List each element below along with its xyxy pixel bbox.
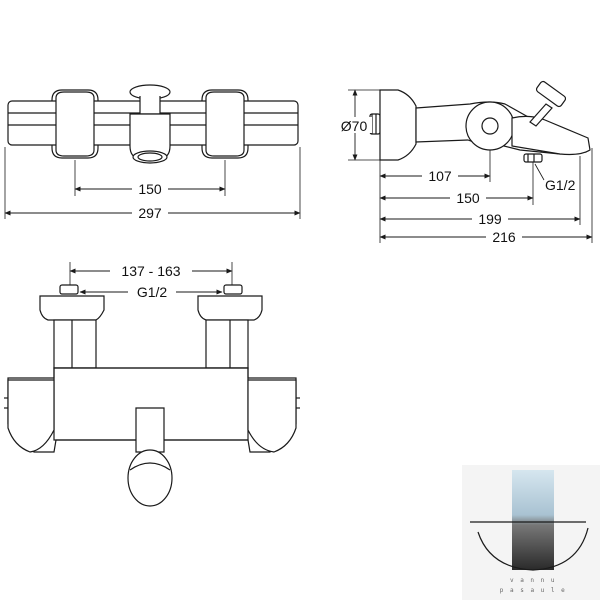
label-bg-107 [422,167,458,183]
right-knob-front [205,91,245,157]
logo-bar [512,470,554,570]
bottom-left-knob [7,379,55,453]
bottom-view: 137 - 163 G1/2 [4,262,300,507]
left-inlet-pipe [53,319,97,369]
label-bg-297 [132,204,168,220]
thread-leader-side [534,163,545,181]
left-inlet-thread [59,284,79,295]
label-bg-216 [486,228,522,244]
side-diverter-stem [529,103,553,127]
right-inlet-pipe [205,319,249,369]
side-diverter-knob [535,80,567,108]
dim-label-150: 150 [138,181,162,197]
thread-label-bottom: G1/2 [137,284,168,300]
left-knob-front [55,91,95,157]
label-bg-199 [472,210,508,226]
side-view: Ø70 107 150 G1/2 199 216 [336,80,593,245]
label-bg-side-150 [450,189,486,205]
dim-label-side-150: 150 [456,190,480,206]
side-spout [511,115,591,156]
dim-label-216: 216 [492,229,516,245]
bottom-spout-curve [129,462,171,471]
dim-label-107: 107 [428,168,452,184]
thread-label-side: G1/2 [545,177,576,193]
bottom-spout-neck [135,407,165,453]
right-eccentric-flange [197,295,263,321]
right-inlet-thread [223,284,243,295]
logo-arc [477,527,589,571]
diverter-stem [139,96,161,115]
side-outlet-connector [523,153,543,163]
left-eccentric-flange [39,295,105,321]
vannu-pasaule-logo: v a n n u p a s a u l e [462,465,600,600]
side-body-hole [481,117,499,135]
bottom-right-knob [247,379,297,453]
label-bg-150 [132,180,168,196]
logo-text-line1: v a n n u [510,577,556,584]
dim-label-297: 297 [138,205,162,221]
label-bg-inlet [110,262,192,278]
dim-label-199: 199 [478,211,502,227]
front-view: 150 297 [4,84,301,221]
bottom-spout-outlet [127,449,173,507]
spout-outlet-inner [137,152,163,162]
label-bg-dia [336,117,372,133]
dim-label-inlet: 137 - 163 [121,263,180,279]
logo-text-line2: p a s a u l e [500,587,566,594]
side-wall-plate [379,89,417,161]
dim-label-diameter: Ø70 [341,118,368,134]
